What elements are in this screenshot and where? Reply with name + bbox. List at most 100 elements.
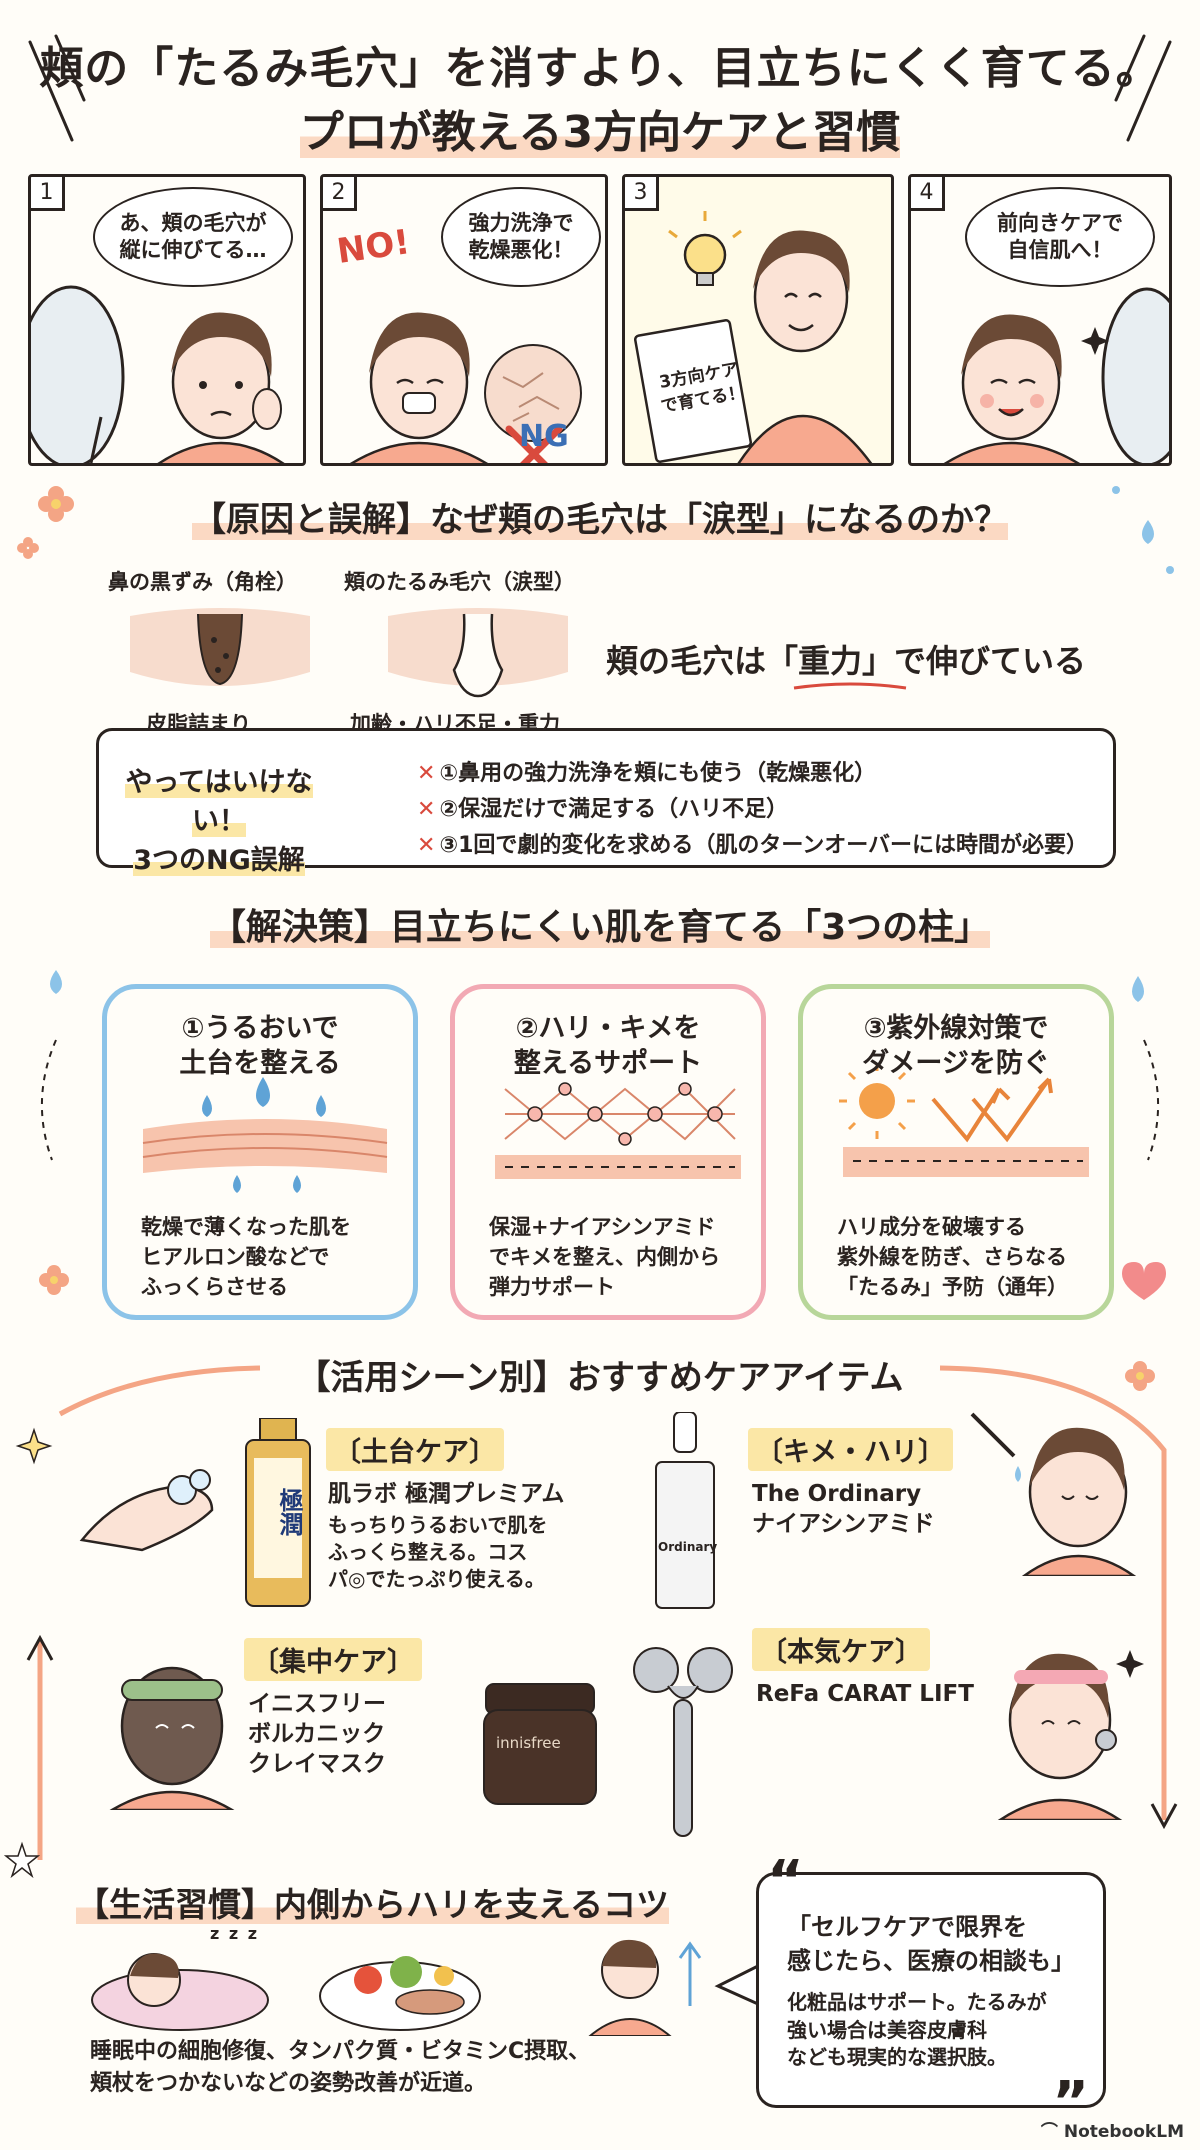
comic-panel-1: 1 あ、頬の毛穴が 縦に伸びてる… [28, 174, 306, 466]
cheek-pore-label: 頬のたるみ毛穴（涙型） [344, 570, 575, 594]
ng-mistakes-box: やってはいけない！ 3つのNG誤解 ✕①鼻用の強力洗浄を頬にも使う（乾燥悪化） … [96, 728, 1116, 877]
sparkle-icon [1081, 327, 1109, 355]
woman-serum-illustration [970, 1412, 1137, 1576]
jar-label: innisfree [496, 1734, 561, 1752]
product-description: もっちりうるおいで肌を ふっくら整える。コス パ◎でたっぷり使える。 [328, 1513, 548, 1591]
woman-notebook-illustration [633, 211, 873, 463]
pore-illustrations [130, 608, 568, 698]
sparkle-icon [1116, 1650, 1144, 1678]
nose-pore-diagram [130, 608, 310, 686]
flower-icon [39, 1265, 69, 1295]
ng-mistakes-title: やってはいけない！ 3つのNG誤解 [125, 767, 313, 877]
flower-icon [38, 486, 74, 522]
healthy-meal-illustration [319, 1956, 481, 2031]
sleeping-woman-illustration [91, 1953, 269, 2031]
product-name: ReFa CARAT LIFT [756, 1681, 974, 1707]
page-title: 頬の「たるみ毛穴」を消すより、目立ちにくく育てる。 [39, 43, 1161, 94]
close-quote-icon: ” [1052, 2070, 1089, 2135]
product-name: 肌ラボ 極潤プレミアム [328, 1481, 565, 1507]
comic-panel-4: 4 前向きケアで 自信肌へ！ [908, 174, 1172, 466]
scene-tag: 〔集中ケア〕 [244, 1638, 422, 1681]
page-subtitle: プロが教える3方向ケアと習慣 [299, 107, 901, 158]
cross-icon: ✕ [417, 761, 436, 786]
lightbulb-icon [668, 211, 742, 286]
product-name: The Ordinary ナイアシンアミド [752, 1481, 935, 1537]
pillar-moisture: ①うるおいで 土台を整える 乾燥で薄くなった肌を ヒアルロン酸などで ふっくらさ… [102, 984, 418, 1320]
skin-moisture-illustration [142, 1077, 388, 1193]
gravity-statement: 頬の毛穴は「重力」で伸びている [606, 642, 1087, 680]
droplet-icon [202, 1095, 212, 1117]
habit-illustrations [91, 1939, 702, 2036]
panel-number: 4 [911, 177, 945, 211]
face-roller-illustration [633, 1647, 733, 1837]
flower-icon [17, 537, 39, 559]
panel-number: 1 [31, 177, 65, 211]
title-area: 頬の「たるみ毛穴」を消すより、目立ちにくく育てる。 プロが教える3方向ケアと習慣 [0, 0, 1200, 160]
panel-number: 2 [323, 177, 357, 211]
speech-bubble: あ、頬の毛穴が 縦に伸びてる… [93, 187, 293, 287]
expert-quote-box: “ 「セルフケアで限界を 感じたら、医療の相談も」 化粧品はサポート。たるみが … [756, 1849, 1106, 2135]
scene-tag: 〔キメ・ハリ〕 [748, 1428, 953, 1471]
open-quote-icon: “ [767, 1849, 804, 1914]
cause-heading: 【原因と誤解】なぜ頬の毛穴は「涙型」になるのか？ [192, 500, 1008, 540]
uv-reflection-illustration [839, 1063, 1089, 1177]
posture-woman-illustration [588, 1939, 702, 2036]
product-name: イニスフリー ボルカニック クレイマスク [248, 1691, 386, 1777]
lotion-bottle-illustration [245, 1418, 311, 1607]
pillar-decorations [39, 970, 1166, 1300]
quote-bubble-tail [714, 1964, 759, 2006]
ng-mistake-item: ✕③1回で劇的変化を求める（肌のターンオーバーには時間が必要） [417, 833, 1089, 858]
star-icon [3, 1841, 41, 1879]
title-accent-lines [28, 34, 1172, 142]
gravity-underline [793, 682, 907, 690]
lotion-bottle-label: 極潤 [275, 1488, 303, 1536]
sleep-zzz-icon: z z z [210, 1924, 260, 1943]
pillar-title: ②ハリ・キメを 整えるサポート [513, 1013, 703, 1080]
sun-icon [839, 1063, 915, 1139]
clay-mask-jar-illustration [483, 1683, 597, 1805]
brand-watermark: ⌒ NotebookLM [1040, 2122, 1184, 2142]
nose-pore-label: 鼻の黒ずみ（角栓） [108, 570, 297, 594]
quote-main: 「セルフケアで限界を 感じたら、医療の相談も」 [787, 1913, 1075, 1975]
pillar-description: 乾燥で薄くなった肌を ヒアルロン酸などで ふっくらさせる [141, 1215, 351, 1299]
cheek-pore-diagram [388, 608, 568, 698]
panel-number: 3 [625, 177, 659, 211]
hands-foam-illustration [79, 1469, 214, 1552]
pillar-title: ①うるおいで 土台を整える [179, 1013, 341, 1080]
scene-tag: 〔本気ケア〕 [752, 1628, 930, 1671]
cross-icon: ✕ [417, 833, 436, 858]
speech-bubble: 強力洗浄で 乾燥悪化！ [441, 187, 601, 287]
pillar-description: ハリ成分を破壊する 紫外線を防ぎ、さらなる 「たるみ」予防（通年） [837, 1215, 1068, 1299]
woman-roller-illustration [997, 1650, 1144, 1820]
droplet-icon [1132, 976, 1144, 1002]
woman-mask-illustration [109, 1666, 235, 1810]
comic-panel-2: 2 NO! NG 強力洗浄で 乾燥悪化！ [320, 174, 608, 466]
habit-tips-text: 睡眠中の細胞修復、タンパク質・ビタミンC摂取、 頬杖をつかないなどの姿勢改善が近… [90, 2039, 591, 2096]
flower-icon [1125, 1361, 1155, 1391]
woman-confident-illustration [943, 287, 1169, 463]
habit-frame-arrow [3, 1841, 41, 1879]
heart-icon [1122, 1262, 1166, 1300]
woman-mirror-illustration [31, 285, 285, 463]
cross-icon: ✕ [417, 797, 436, 822]
ng-mistake-item: ✕②保湿だけで満足する（ハリ不足） [417, 797, 789, 822]
pillar-description: 保湿+ナイアシンアミド でキメを整え、内側から 弾力サポート [489, 1215, 720, 1299]
serum-bottle-illustration [655, 1412, 715, 1609]
ng-mistake-item: ✕①鼻用の強力洗浄を頬にも使う（乾燥悪化） [417, 761, 877, 786]
droplet-icon [256, 1077, 270, 1107]
droplet-icon [1142, 520, 1154, 544]
speech-bubble: 前向きケアで 自信肌へ！ [965, 187, 1155, 287]
droplet-icon [50, 970, 62, 994]
scene-frame-arrows [15, 1361, 1178, 1860]
quote-sub: 化粧品はサポート。たるみが 強い場合は美容皮膚科 なども現実的な選択肢。 [787, 1990, 1047, 2070]
droplet-icon [316, 1095, 326, 1117]
comic-panel-3: 3 3方向ケア で育てる！ [622, 174, 894, 466]
woman-washing-illustration [350, 312, 582, 463]
habits-heading: 【生活習慣】内側からハリを支えるコツ [76, 1885, 670, 1924]
decor-flowers [17, 486, 1174, 574]
pillar-uv-protection: ③紫外線対策で ダメージを防ぐ ハリ成分を破壊する 紫外線を防ぎ、さらなる 「た… [798, 984, 1114, 1320]
solution-heading: 【解決策】目立ちにくい肌を育てる「3つの柱」 [209, 907, 991, 948]
pillar-firmness: ②ハリ・キメを 整えるサポート 保湿+ナイアシンアミド でキメを整え、内側から … [450, 984, 766, 1320]
scene-tag: 〔土台ケア〕 [326, 1428, 504, 1471]
ng-label: NG [519, 419, 569, 454]
